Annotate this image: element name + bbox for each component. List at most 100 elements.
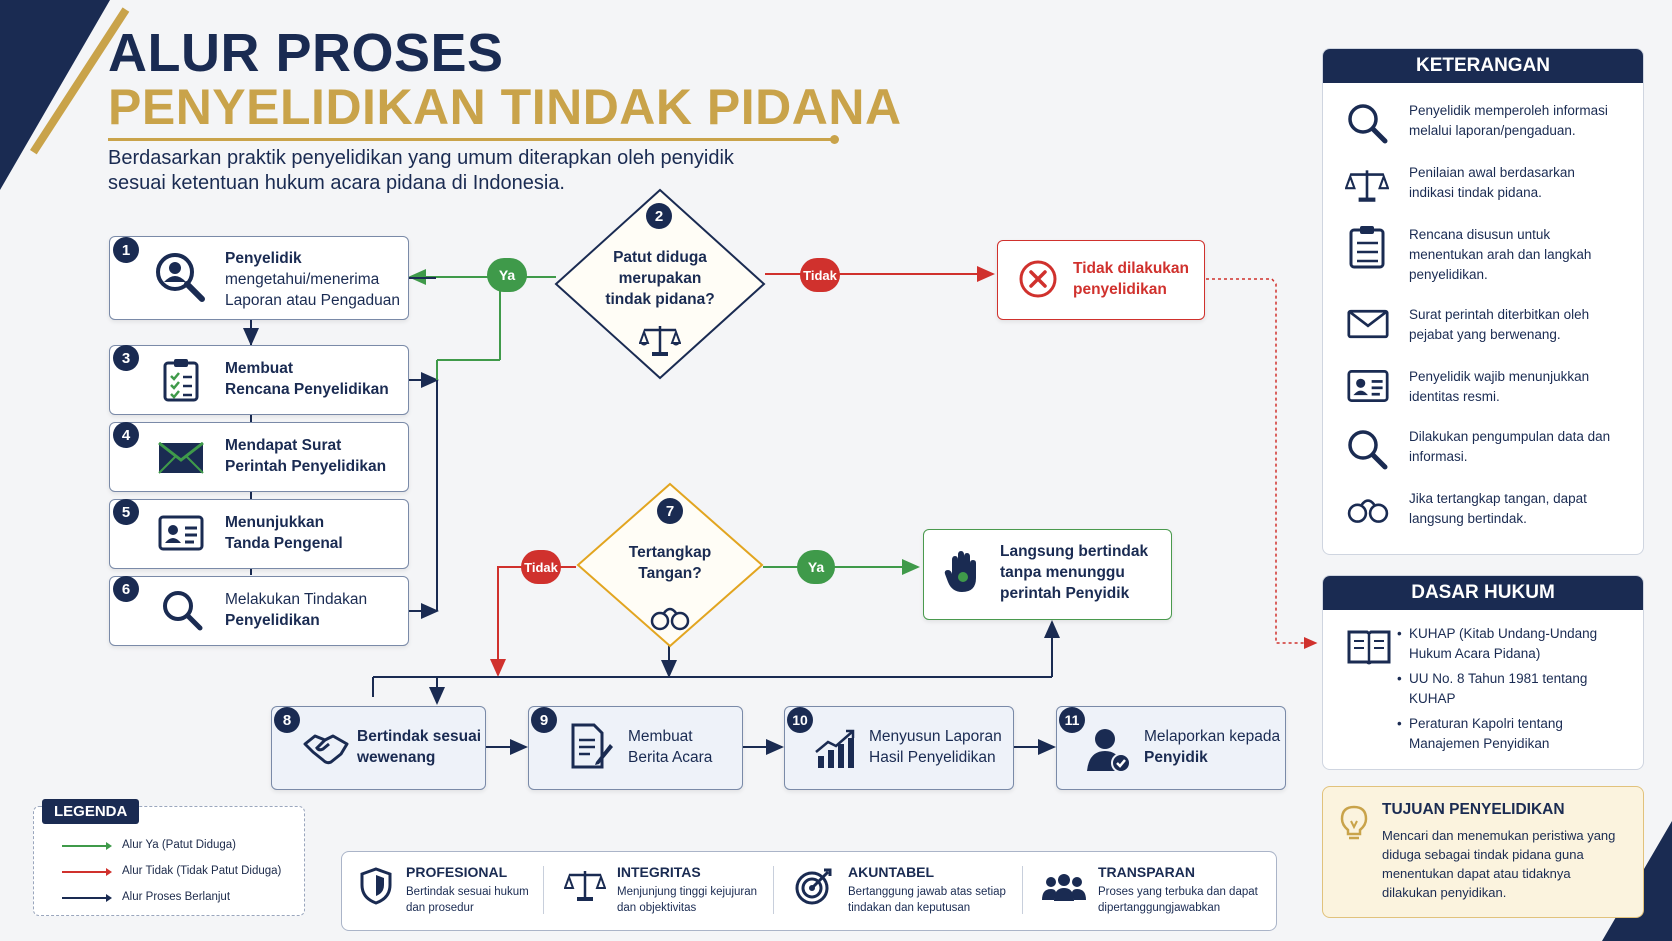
- step-9-line2: Berita Acara: [628, 749, 713, 766]
- step-5-line2: Tanda Pengenal: [225, 535, 343, 552]
- keterangan-panel: KETERANGAN Penyelidik memperoleh informa…: [1322, 48, 1644, 555]
- immediate-line2: tanpa menunggu: [1000, 564, 1125, 581]
- step-10-title: Menyusun Laporan: [869, 728, 1002, 745]
- value-4-title: TRANSPARAN: [1098, 864, 1195, 880]
- values-bar: [341, 851, 1277, 931]
- keterangan-text-7: Jika tertangkap tangan, dapat langsung b…: [1409, 491, 1587, 526]
- value-2-title: INTEGRITAS: [617, 864, 701, 880]
- handcuffs-icon: [1347, 499, 1389, 523]
- id-card-icon: [158, 515, 204, 551]
- immediate-line3: perintah Penyidik: [1000, 585, 1130, 602]
- value-3-title: AKUNTABEL: [848, 864, 935, 880]
- step-11-box[interactable]: [1056, 706, 1286, 790]
- decision-2-no-label: Tidak: [521, 550, 561, 584]
- people-icon: [1042, 874, 1086, 901]
- step-8-line2: wewenang: [357, 749, 436, 766]
- scales-icon: [564, 871, 606, 901]
- corner-decoration: [0, 0, 110, 190]
- step-3-box[interactable]: [109, 345, 409, 415]
- keterangan-text-4: Surat perintah diterbitkan oleh pejabat …: [1409, 307, 1590, 342]
- legend-item-no: Alur Tidak (Tidak Patut Diduga): [122, 865, 282, 877]
- values-divider: [543, 866, 544, 914]
- immediate-action-text: Langsung bertindak tanpa menunggu perintah…: [1000, 541, 1170, 604]
- reject-line2: penyelidikan: [1073, 281, 1167, 298]
- value-3-line2: tindakan dan keputusan: [848, 902, 971, 914]
- legend-item-continue: Alur Proses Berlanjut: [122, 891, 231, 903]
- step-8-number: 8: [274, 707, 300, 733]
- law-item-1: KUHAP (Kitab Undang-Undang Hukum Acara P…: [1397, 624, 1609, 664]
- page-title-sub: PENYELIDIKAN TINDAK PIDANA: [108, 79, 902, 135]
- scales-icon: [1345, 170, 1389, 202]
- handshake-icon: [303, 734, 349, 765]
- envelope-icon: [158, 442, 204, 474]
- title-underline: [108, 138, 836, 141]
- step-6-line2: Penyelidikan: [225, 612, 320, 629]
- keterangan-text-3: Rencana disusun untuk menentukan arah da…: [1409, 227, 1592, 282]
- step-3-line2: Rencana Penyelidikan: [225, 381, 389, 398]
- clipboard-icon: [1349, 226, 1385, 269]
- step-8-title: Bertindak sesuai: [357, 728, 482, 745]
- envelope-icon: [1347, 309, 1389, 339]
- keterangan-text-6: Dilakukan pengumpulan data dan informasi…: [1409, 429, 1611, 464]
- step-9-number: 9: [531, 707, 557, 733]
- law-item-2: UU No. 8 Tahun 1981 tentang KUHAP: [1397, 669, 1609, 709]
- user-check-icon: [1087, 729, 1131, 773]
- step-10-line2: Hasil Penyelidikan: [869, 749, 996, 766]
- step-3-number: 3: [113, 345, 139, 371]
- decision-1-no-label: Tidak: [800, 258, 840, 292]
- step-4-title: Mendapat Surat: [225, 437, 342, 454]
- search-icon: [163, 591, 203, 631]
- decision-2-diamond[interactable]: [574, 481, 766, 649]
- step-5-number: 5: [113, 499, 139, 525]
- decision-1-diamond[interactable]: [552, 186, 768, 382]
- step-11-number: 11: [1059, 707, 1085, 733]
- decision-1-line3: tindak pidana?: [605, 291, 715, 308]
- step-8-text: Bertindak sesuai wewenang: [357, 726, 482, 768]
- step-6-box[interactable]: [109, 576, 409, 646]
- value-1-line2: dan prosedur: [406, 902, 474, 914]
- reject-box[interactable]: [997, 240, 1205, 320]
- search-icon: [1348, 104, 1388, 144]
- title-underline-dot: [830, 135, 839, 144]
- step-1-number: 1: [113, 237, 139, 263]
- document-pen-icon: [571, 723, 613, 769]
- step-1-line3: Laporan atau Pengaduan: [225, 292, 400, 309]
- keterangan-text-1: Penyelidik memperoleh informasi melalui …: [1409, 103, 1608, 138]
- decision-1-line1: Patut diduga: [613, 249, 707, 266]
- scales-icon: [639, 326, 681, 356]
- value-3-line1: Bertanggung jawab atas setiap: [848, 886, 1006, 898]
- value-4-line2: dipertanggungjawabkan: [1098, 902, 1221, 914]
- immediate-line1: Langsung bertindak: [1000, 543, 1149, 560]
- id-card-icon: [1347, 370, 1389, 402]
- search-person-icon: [156, 253, 205, 302]
- step-4-line2: Perintah Penyelidikan: [225, 458, 387, 475]
- decision-2-yes-label: Ya: [797, 550, 835, 584]
- handcuffs-icon: [650, 607, 690, 631]
- value-2-line2: dan objektivitas: [617, 902, 697, 914]
- step-9-box[interactable]: [528, 706, 743, 790]
- book-icon: [1347, 630, 1391, 665]
- value-1-line1: Bertindak sesuai hukum: [406, 886, 529, 898]
- step-5-title: Menunjukkan: [225, 514, 325, 531]
- step-8-box[interactable]: [271, 706, 486, 790]
- keterangan-text-5: Penyelidik wajib menunjukkan identitas r…: [1409, 369, 1590, 404]
- value-4-desc: Proses yang terbuka dan dapat dipertanggu…: [1098, 884, 1258, 916]
- decision-2-line2: Tangan?: [638, 565, 702, 582]
- keterangan-title: KETERANGAN: [1323, 49, 1643, 83]
- decision-1-number: 2: [646, 203, 672, 229]
- lightbulb-icon: [1340, 805, 1368, 840]
- value-3-desc: Bertanggung jawab atas setiap tindakan da…: [848, 884, 1006, 916]
- value-4-line1: Proses yang terbuka dan dapat: [1098, 886, 1258, 898]
- step-11-line2: Penyidik: [1144, 749, 1208, 766]
- close-circle-icon: [1019, 260, 1057, 298]
- tujuan-panel: TUJUAN PENYELIDIKAN Mencari dan menemuka…: [1322, 786, 1644, 918]
- step-1-line2: mengetahui/menerima: [225, 271, 380, 288]
